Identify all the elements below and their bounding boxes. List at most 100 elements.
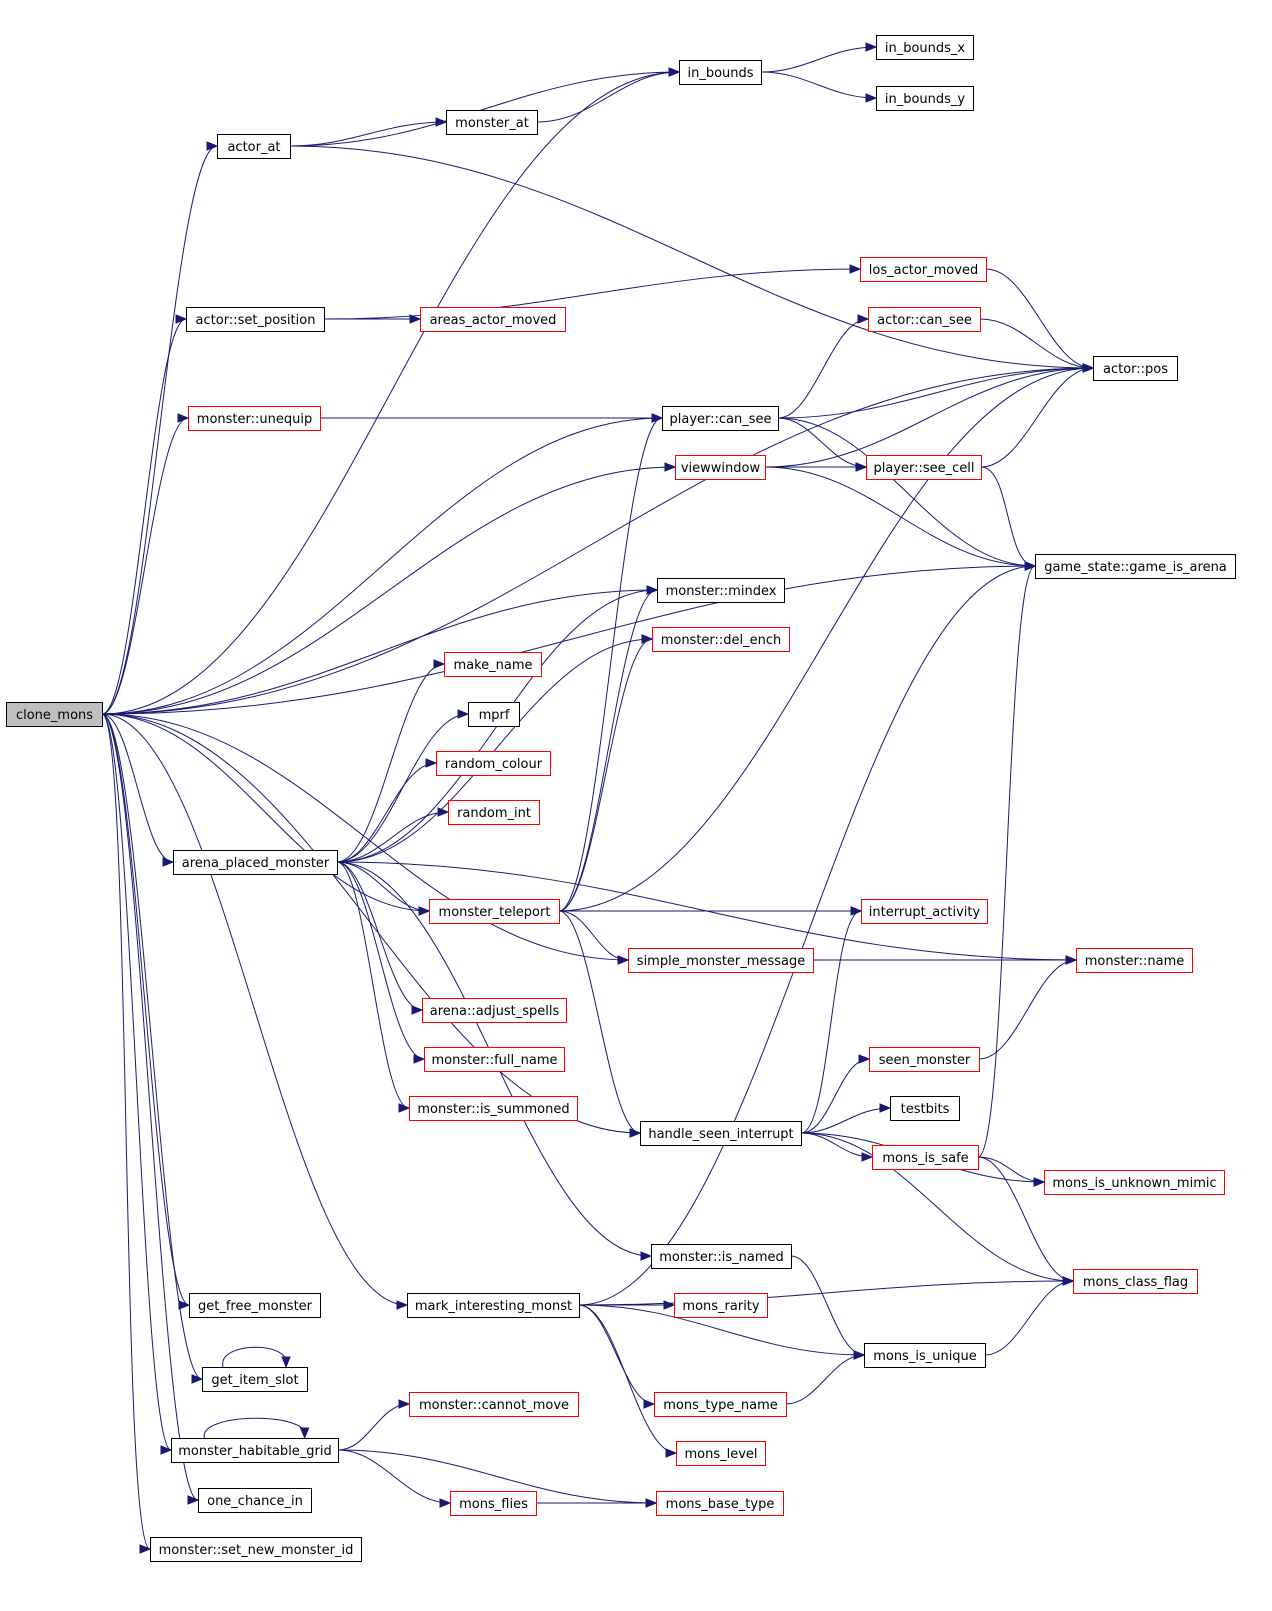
node-box [186, 307, 325, 332]
edge-actor_set_position-to-los_actor_moved [323, 268, 861, 320]
edge-clone_mons-to-game_is_arena [101, 565, 1036, 715]
node-arena-placed-monster[interactable]: arena_placed_monster [173, 850, 338, 875]
node-mons-is-safe[interactable]: mons_is_safe [872, 1145, 979, 1170]
node-seen-monster[interactable]: seen_monster [869, 1047, 980, 1072]
node-box [864, 1343, 986, 1368]
edge-clone_mons-to-one_chance_in [101, 713, 199, 1501]
node-actor-set-position[interactable]: actor::set_position [186, 307, 325, 332]
node-label: mprf [479, 708, 510, 723]
edge-monster_is_named-to-mons_is_unique [790, 1255, 865, 1356]
edge-in_bounds-to-in_bounds_y [760, 71, 877, 99]
node-monster-unequip[interactable]: monster::unequip [188, 406, 321, 431]
edge-monster_teleport-to-handle_seen_interrupt [558, 910, 641, 1134]
node-mons-rarity[interactable]: mons_rarity [674, 1293, 768, 1318]
node-monster-habitable-grid[interactable]: monster_habitable_grid [171, 1438, 339, 1463]
node-monster-mindex[interactable]: monster::mindex [657, 578, 785, 603]
edge-player_see_cell-to-actor_pos [980, 367, 1094, 468]
edge-arrowhead [187, 1495, 200, 1505]
node-mons-class-flag[interactable]: mons_class_flag [1073, 1269, 1198, 1294]
edge-arrowhead [433, 659, 446, 669]
edge-clone_mons-to-actor_at [101, 145, 218, 715]
node-handle-seen-interrupt[interactable]: handle_seen_interrupt [640, 1121, 802, 1146]
edge-mark_interesting_monst-to-mons_class_flag [578, 1280, 1074, 1306]
node-monster-del-ench[interactable]: monster::del_ench [652, 627, 790, 652]
edge-handle_seen_interrupt-to-mons_class_flag [800, 1132, 1074, 1282]
node-mons-level[interactable]: mons_level [676, 1441, 766, 1466]
node-make-name[interactable]: make_name [444, 652, 542, 677]
node-monster-set-new-monster-id[interactable]: monster::set_new_monster_id [150, 1537, 362, 1562]
node-mprf[interactable]: mprf [468, 702, 520, 727]
node-testbits[interactable]: testbits [890, 1096, 960, 1121]
node-mons-base-type[interactable]: mons_base_type [656, 1491, 784, 1516]
node-actor-pos[interactable]: actor::pos [1093, 356, 1178, 381]
edge-clone_mons-to-monster_set_new_monster_id [101, 713, 151, 1550]
node-random-colour[interactable]: random_colour [436, 751, 551, 776]
node-label: one_chance_in [207, 1494, 303, 1509]
edge-arrowhead [439, 1498, 452, 1508]
node-mons-is-unique[interactable]: mons_is_unique [864, 1343, 986, 1368]
node-los-actor-moved[interactable]: los_actor_moved [860, 257, 987, 282]
node-actor-at[interactable]: actor_at [217, 134, 291, 159]
node-game-is-arena[interactable]: game_state::game_is_arena [1035, 554, 1236, 579]
edge-arrowhead [1065, 955, 1078, 965]
node-player-see-cell[interactable]: player::see_cell [866, 455, 982, 480]
node-label: seen_monster [879, 1053, 971, 1068]
node-random-int[interactable]: random_int [448, 800, 540, 825]
node-label: arena_placed_monster [182, 856, 330, 871]
edge-arena_placed_monster-to-monster_teleport [336, 861, 430, 912]
node-monster-at[interactable]: monster_at [446, 110, 538, 135]
edge-player_can_see-to-player_see_cell [777, 417, 867, 468]
node-arena-adjust-spells[interactable]: arena::adjust_spells [422, 998, 567, 1023]
node-actor-can-see[interactable]: actor::can_see [868, 307, 981, 332]
node-simple-monster-message[interactable]: simple_monster_message [628, 948, 814, 973]
node-mons-flies[interactable]: mons_flies [450, 1491, 537, 1516]
edge-clone_mons-to-actor_pos [101, 367, 1094, 715]
node-monster-full-name[interactable]: monster::full_name [424, 1047, 565, 1072]
edge-arrowhead [437, 807, 450, 817]
edge-arena_placed_monster-to-monster_is_summoned [336, 861, 410, 1109]
edge-monster_habitable_grid-to-mons_base_type [337, 1449, 657, 1504]
edge-arrowhead [177, 413, 190, 423]
node-box [424, 1047, 565, 1072]
edge-arrowhead [865, 42, 878, 52]
node-mons-is-unknown-mimic[interactable]: mons_is_unknown_mimic [1044, 1170, 1225, 1195]
node-mark-interesting-monst[interactable]: mark_interesting_monst [407, 1293, 580, 1318]
node-one-chance-in[interactable]: one_chance_in [198, 1488, 312, 1513]
edge-mons_is_safe-to-mons_class_flag [977, 1156, 1074, 1282]
edge-handle_seen_interrupt-to-mons_is_safe [800, 1132, 873, 1158]
node-label: monster_at [455, 116, 529, 131]
node-viewwindow[interactable]: viewwindow [675, 455, 766, 480]
node-label: arena::adjust_spells [430, 1004, 560, 1019]
node-mons-type-name[interactable]: mons_type_name [654, 1392, 787, 1417]
edge-arrowhead [425, 758, 438, 768]
node-label: mons_type_name [663, 1398, 778, 1413]
node-monster-is-summoned[interactable]: monster::is_summoned [409, 1096, 578, 1121]
node-box [651, 1244, 792, 1269]
edge-arrowhead [858, 1054, 871, 1064]
edge-layer [101, 42, 1095, 1554]
node-in-bounds-x[interactable]: in_bounds_x [876, 35, 974, 60]
node-clone-mons[interactable]: clone_mons [6, 702, 103, 727]
node-monster-is-named[interactable]: monster::is_named [651, 1244, 792, 1269]
edge-arrowhead [668, 67, 681, 77]
node-label: monster::del_ench [661, 633, 782, 648]
node-label: mons_base_type [666, 1497, 775, 1512]
node-player-can-see[interactable]: player::can_see [662, 406, 779, 431]
node-label: get_item_slot [211, 1373, 298, 1388]
node-monster-teleport[interactable]: monster_teleport [429, 899, 560, 924]
node-get-item-slot[interactable]: get_item_slot [202, 1367, 308, 1392]
edge-clone_mons-to-in_bounds [101, 71, 680, 715]
node-monster-name[interactable]: monster::name [1076, 948, 1193, 973]
node-get-free-monster[interactable]: get_free_monster [189, 1293, 321, 1318]
node-monster-cannot-move[interactable]: monster::cannot_move [409, 1392, 579, 1417]
node-areas-actor-moved[interactable]: areas_actor_moved [420, 307, 566, 332]
node-in-bounds[interactable]: in_bounds [679, 60, 762, 85]
edge-handle_seen_interrupt-to-testbits [800, 1107, 891, 1134]
edge-arrowhead [413, 1054, 426, 1064]
edge-mons_type_name-to-mons_is_unique [785, 1354, 865, 1405]
edge-arena_placed_monster-to-random_colour [336, 762, 437, 863]
node-interrupt-activity[interactable]: interrupt_activity [861, 899, 988, 924]
node-in-bounds-y[interactable]: in_bounds_y [876, 86, 974, 111]
node-box [448, 800, 540, 825]
